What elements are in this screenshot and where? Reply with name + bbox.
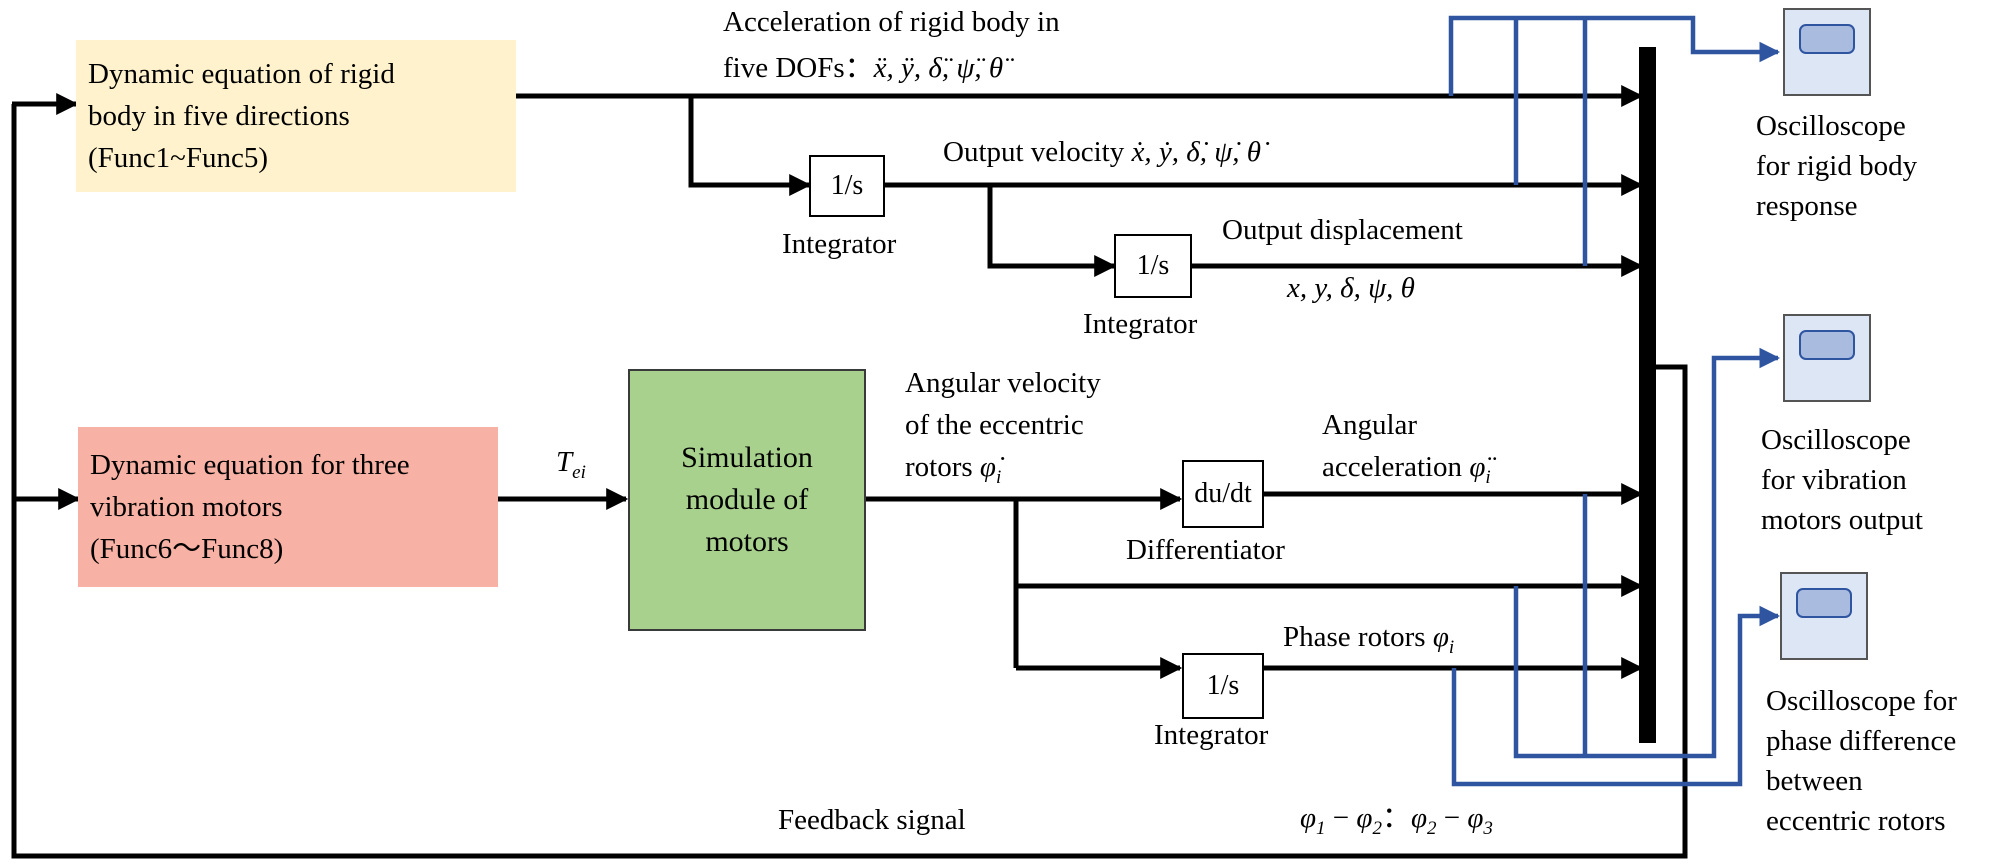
- rigid-body-eq-line: Dynamic equation of rigid: [88, 58, 395, 90]
- scope-rigid-label: Oscilloscope for rigid body response: [1756, 106, 1917, 226]
- integrator-label: Integrator: [1083, 308, 1198, 340]
- angular-velocity-subscript: i: [995, 466, 1002, 488]
- phase-diff-minus: −: [1325, 802, 1357, 834]
- rigid-body-eq-line: body in five directions: [88, 100, 350, 132]
- torque-label: Tei: [556, 442, 586, 493]
- displacement-label: Output displacement: [1222, 214, 1463, 246]
- scope-wire-phase: [1451, 605, 1781, 787]
- scope-label-line: between: [1766, 765, 1863, 797]
- scope-label-line: for vibration: [1761, 464, 1907, 496]
- scope-screen: [1799, 330, 1855, 360]
- angular-acceleration-subscript: i: [1485, 466, 1491, 488]
- phase-diff-subscript: 2: [1372, 817, 1382, 839]
- differentiator-block: du/dt: [1182, 460, 1264, 528]
- motor-eq-line: vibration motors: [90, 491, 283, 523]
- phase-rotors-label: Phase rotors φi: [1283, 617, 1454, 668]
- wire-feedback-loop: [11, 104, 1688, 859]
- angular-velocity-label-line1: Angular velocity: [905, 367, 1101, 399]
- rigid-body-dynamic-equation-block: Dynamic equation of rigid body in five d…: [76, 40, 516, 192]
- acceleration-label-prefix: five DOFs：: [723, 52, 874, 84]
- integrator-symbol: 1/s: [1206, 670, 1240, 701]
- motor-eq-line: Dynamic equation for three: [90, 449, 410, 481]
- scope-label-line: Oscilloscope: [1761, 424, 1911, 456]
- mux-bar: [1639, 47, 1656, 743]
- integrator-block-velocity: 1/s: [809, 155, 885, 217]
- phase-diff-symbol: φ: [1410, 802, 1428, 834]
- torque-symbol: T: [556, 446, 573, 478]
- phase-diff-minus: −: [1436, 802, 1468, 834]
- integrator-label: Integrator: [1154, 719, 1269, 751]
- phase-diff-subscript: 2: [1427, 817, 1437, 839]
- motor-dynamic-equation-block: Dynamic equation for three vibration mot…: [78, 427, 498, 587]
- simulation-line: motors: [705, 525, 789, 558]
- oscilloscope-icon: [1783, 314, 1871, 402]
- phase-diff-subscript: 1: [1316, 817, 1326, 839]
- differentiator-label: Differentiator: [1126, 534, 1285, 566]
- angular-velocity-label-line2: of the eccentric: [905, 409, 1084, 441]
- integrator-block-phase: 1/s: [1182, 653, 1264, 719]
- phase-rotors-prefix: Phase rotors: [1283, 621, 1433, 653]
- acceleration-variables: ẍ, ÿ, δ̈, ψ̈, θ̈: [873, 52, 1004, 84]
- velocity-label: Output velocity ẋ, ẏ, δ̇, ψ̇, θ̇: [943, 132, 1261, 172]
- scope-label-line: motors output: [1761, 504, 1923, 536]
- angular-acceleration-symbol: φ̈: [1469, 451, 1486, 483]
- scope-label-line: for rigid body: [1756, 150, 1918, 182]
- feedback-signal-label: Feedback signal: [778, 804, 966, 836]
- scope-wire-motors: [1513, 347, 1781, 759]
- oscilloscope-icon: [1780, 572, 1868, 660]
- integrator-symbol: 1/s: [830, 170, 864, 201]
- simulation-line: Simulation: [681, 441, 813, 474]
- scope-label-line: Oscilloscope: [1756, 110, 1906, 142]
- angular-acceleration-label-prefix: acceleration: [1322, 451, 1470, 483]
- phase-difference-label: φ1 − φ2：φ2 − φ3: [1300, 798, 1493, 849]
- rigid-body-eq-line: (Func1~Func5): [88, 142, 269, 174]
- angular-acceleration-label-line2: acceleration φ̈i: [1322, 447, 1491, 498]
- scope-label-line: eccentric rotors: [1766, 805, 1946, 837]
- motor-simulation-module-block: Simulation module of motors: [628, 369, 866, 631]
- angular-velocity-label-line3: rotors φ̇i: [905, 447, 1001, 498]
- phase-diff-symbol: φ: [1356, 802, 1373, 834]
- phase-diff-separator: ：: [1381, 802, 1411, 834]
- velocity-variables: ẋ, ẏ, δ̇, ψ̇, θ̇: [1131, 136, 1261, 168]
- wire-to-integrator-1: [688, 96, 812, 197]
- integrator-block-displacement: 1/s: [1114, 234, 1192, 298]
- scope-phase-label: Oscilloscope for phase difference betwee…: [1766, 681, 1957, 841]
- torque-subscript: ei: [572, 461, 586, 483]
- oscilloscope-icon: [1783, 8, 1871, 96]
- phase-subscript: i: [1448, 636, 1455, 658]
- phase-diff-subscript: 3: [1483, 817, 1493, 839]
- scope-screen: [1796, 588, 1852, 618]
- displacement-variables: x, y, δ, ψ, θ: [1287, 272, 1415, 304]
- scope-label-line: phase difference: [1766, 725, 1957, 757]
- wire-to-integrator-2: [987, 185, 1117, 278]
- phase-symbol: φ: [1432, 621, 1449, 653]
- scope-wire-rigid: [1448, 15, 1781, 96]
- differentiator-symbol: du/dt: [1194, 478, 1252, 509]
- scope-motors-label: Oscilloscope for vibration motors output: [1761, 420, 1923, 540]
- phase-diff-symbol: φ: [1300, 802, 1317, 834]
- scope-label-line: Oscilloscope for: [1766, 685, 1957, 717]
- simulation-line: module of: [685, 483, 809, 516]
- integrator-symbol: 1/s: [1136, 250, 1170, 281]
- velocity-label-prefix: Output velocity: [943, 136, 1132, 168]
- motor-eq-line: (Func6～Func8): [90, 533, 284, 565]
- angular-acceleration-label-line1: Angular: [1322, 409, 1418, 441]
- integrator-label: Integrator: [782, 228, 897, 260]
- angular-velocity-label-prefix: rotors: [905, 451, 980, 483]
- acceleration-label-line2: five DOFs：ẍ, ÿ, δ̈, ψ̈, θ̈: [723, 48, 1003, 88]
- angular-velocity-symbol: φ̇: [979, 451, 996, 483]
- phase-diff-symbol: φ: [1467, 802, 1484, 834]
- scope-label-line: response: [1756, 190, 1858, 222]
- scope-screen: [1799, 24, 1855, 54]
- acceleration-label-line1: Acceleration of rigid body in: [723, 6, 1060, 38]
